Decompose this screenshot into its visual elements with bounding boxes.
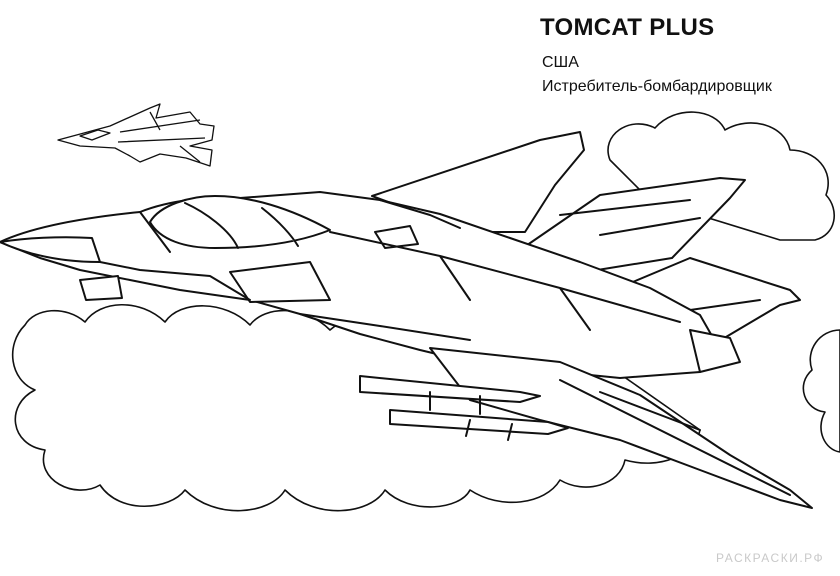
cloud-upper-right (608, 112, 834, 240)
site-watermark: РАСКРАСКИ.РФ (716, 551, 825, 565)
ventral-fairing (80, 276, 122, 300)
missile-1 (360, 376, 540, 402)
missile-2 (390, 410, 568, 434)
aircraft-title: TOMCAT PLUS (540, 14, 715, 41)
nose-cone (0, 237, 100, 262)
aircraft-type-label: Истребитель-бомбардировщик (542, 78, 772, 95)
cloud-right-edge (803, 330, 840, 452)
engine-nozzle (690, 330, 740, 372)
main-fighter-jet (0, 132, 812, 508)
air-intake (230, 262, 330, 302)
near-wing (430, 348, 812, 508)
distant-jet (58, 104, 214, 166)
country-label: США (542, 54, 579, 71)
